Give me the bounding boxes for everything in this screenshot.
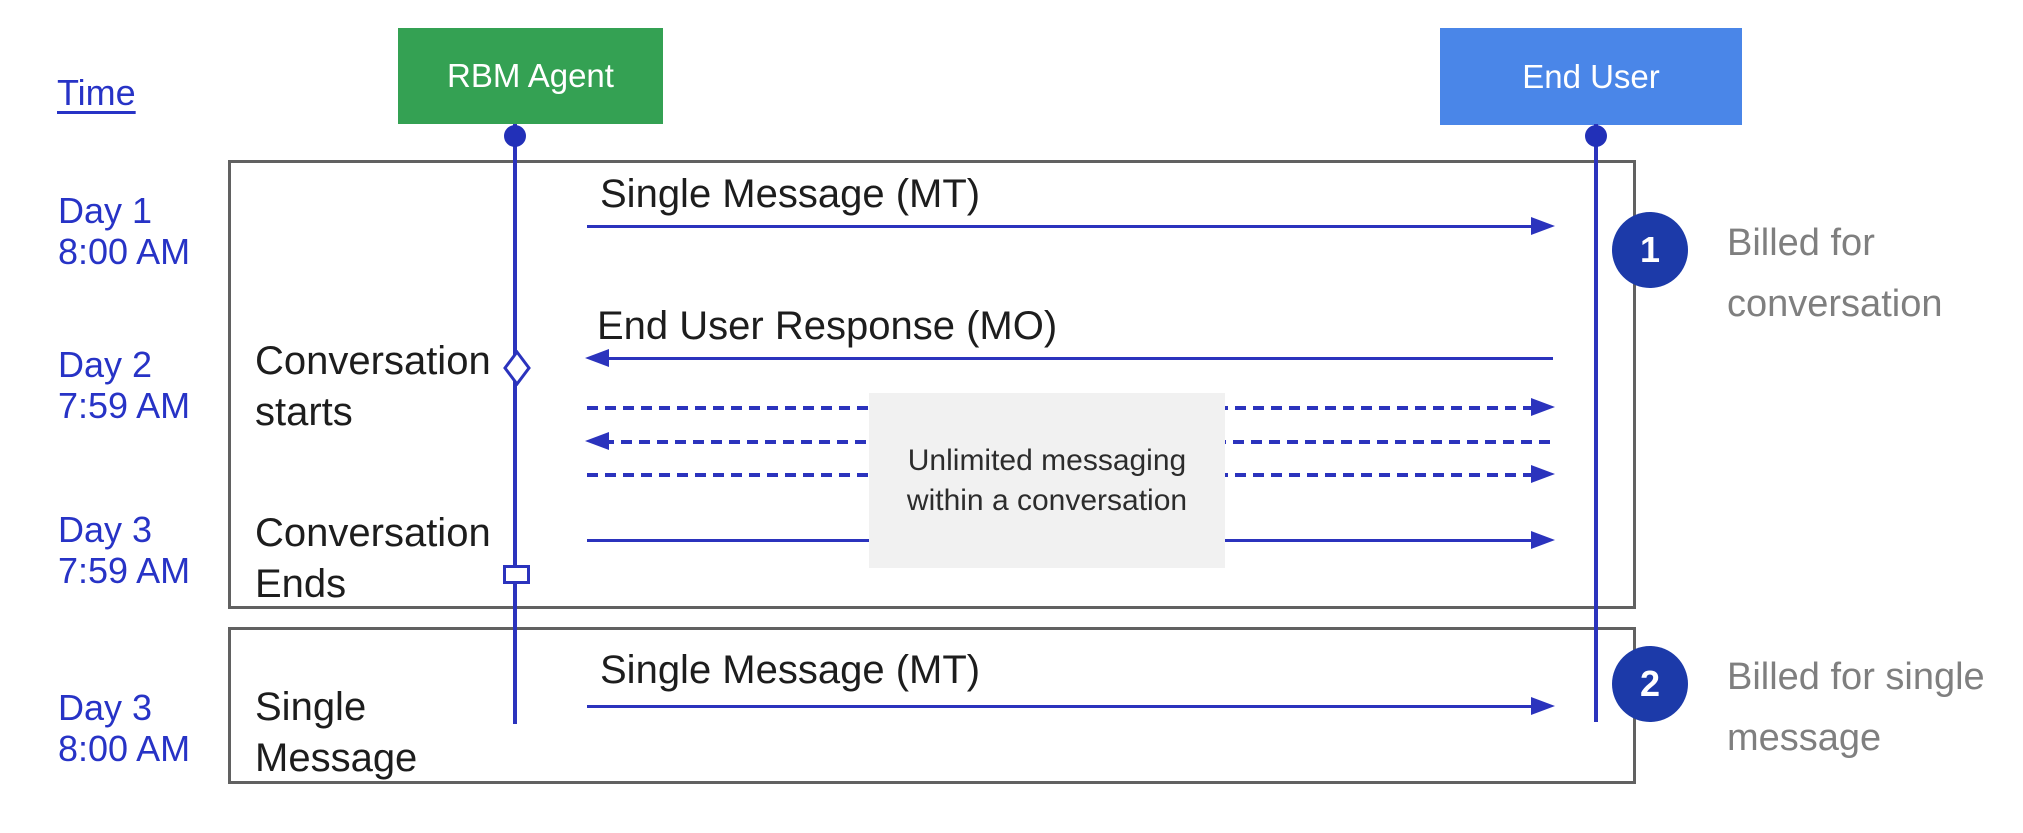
conversation-starts-label: Conversation starts bbox=[255, 336, 491, 438]
timeline-day3-late: Day 3 8:00 AM bbox=[58, 687, 190, 769]
billed-2-line1: Billed for single bbox=[1727, 656, 1985, 698]
timeline-day2-time: 7:59 AM bbox=[58, 385, 191, 426]
timeline-day2: Day 2 7:59 AM bbox=[58, 344, 190, 426]
arrow-line bbox=[603, 357, 1553, 360]
billed-2-line2: message bbox=[1727, 717, 1882, 759]
timeline-day1-time: 8:00 AM bbox=[58, 231, 191, 272]
billing-badge-2-number: 2 bbox=[1639, 663, 1661, 704]
single-message-event-line1: Single bbox=[255, 685, 367, 729]
actor-end-user: End User bbox=[1440, 28, 1742, 125]
billing-badge-1: 1 bbox=[1612, 212, 1688, 288]
timeline-day2-day: Day 2 bbox=[58, 344, 153, 385]
arrow-line bbox=[587, 705, 1537, 708]
arrowhead-right-icon bbox=[1531, 398, 1555, 416]
arrowhead-right-icon bbox=[1531, 697, 1555, 715]
conversation-ends-line2: Ends bbox=[255, 562, 347, 606]
arrowhead-right-icon bbox=[1531, 465, 1555, 483]
billed-1-line2: conversation bbox=[1727, 283, 1943, 325]
single-message-event-label: Single Message bbox=[255, 682, 417, 784]
single-message-mt-label-2: Single Message (MT) bbox=[600, 648, 981, 692]
single-message-mt-label-1: Single Message (MT) bbox=[600, 172, 981, 216]
single-message-event-line2: Message bbox=[255, 736, 418, 780]
note-line1: Unlimited messaging bbox=[907, 443, 1187, 477]
billed-1-line1: Billed for bbox=[1727, 222, 1875, 264]
billed-for-conversation-label: Billed for conversation bbox=[1727, 213, 1942, 335]
billing-badge-2: 2 bbox=[1612, 646, 1688, 722]
billing-badge-1-number: 1 bbox=[1639, 229, 1661, 270]
conversation-start-diamond-marker bbox=[503, 350, 531, 386]
conversation-ends-label: Conversation Ends bbox=[255, 508, 491, 610]
actor-rbm-agent: RBM Agent bbox=[398, 28, 663, 124]
timeline-day1-day: Day 1 bbox=[58, 190, 153, 231]
unlimited-messaging-note: Unlimited messaging within a conversatio… bbox=[869, 393, 1225, 568]
conversation-ends-line1: Conversation bbox=[255, 511, 491, 555]
timeline-day3-early-time: 7:59 AM bbox=[58, 550, 191, 591]
note-line2: within a conversation bbox=[906, 483, 1188, 517]
billed-for-single-message-label: Billed for single message bbox=[1727, 647, 1985, 769]
arrow-line bbox=[587, 225, 1537, 228]
conversation-starts-line2: starts bbox=[255, 390, 353, 434]
rbm-lifeline-start-dot bbox=[504, 125, 526, 147]
arrowhead-right-icon bbox=[1531, 531, 1555, 549]
actor-end-user-label: End User bbox=[1522, 57, 1660, 95]
conversation-starts-line1: Conversation bbox=[255, 339, 491, 383]
time-axis-label: Time bbox=[57, 72, 136, 113]
end-user-response-mo-label: End User Response (MO) bbox=[597, 304, 1058, 348]
timeline-day3-early-day: Day 3 bbox=[58, 509, 153, 550]
actor-rbm-agent-label: RBM Agent bbox=[447, 57, 614, 94]
rbm-agent-lifeline bbox=[513, 124, 517, 724]
end-user-lifeline-start-dot bbox=[1585, 125, 1607, 147]
timeline-day3-early: Day 3 7:59 AM bbox=[58, 509, 190, 591]
conversation-end-square-marker bbox=[503, 565, 530, 584]
timeline-day1: Day 1 8:00 AM bbox=[58, 190, 190, 272]
conversation-billing-frame bbox=[228, 160, 1636, 609]
arrowhead-right-icon bbox=[1531, 217, 1555, 235]
arrowhead-left-icon bbox=[585, 432, 609, 450]
arrowhead-left-icon bbox=[585, 349, 609, 367]
timeline-day3-late-day: Day 3 bbox=[58, 687, 153, 728]
timeline-day3-late-time: 8:00 AM bbox=[58, 728, 191, 769]
end-user-lifeline bbox=[1594, 124, 1598, 722]
